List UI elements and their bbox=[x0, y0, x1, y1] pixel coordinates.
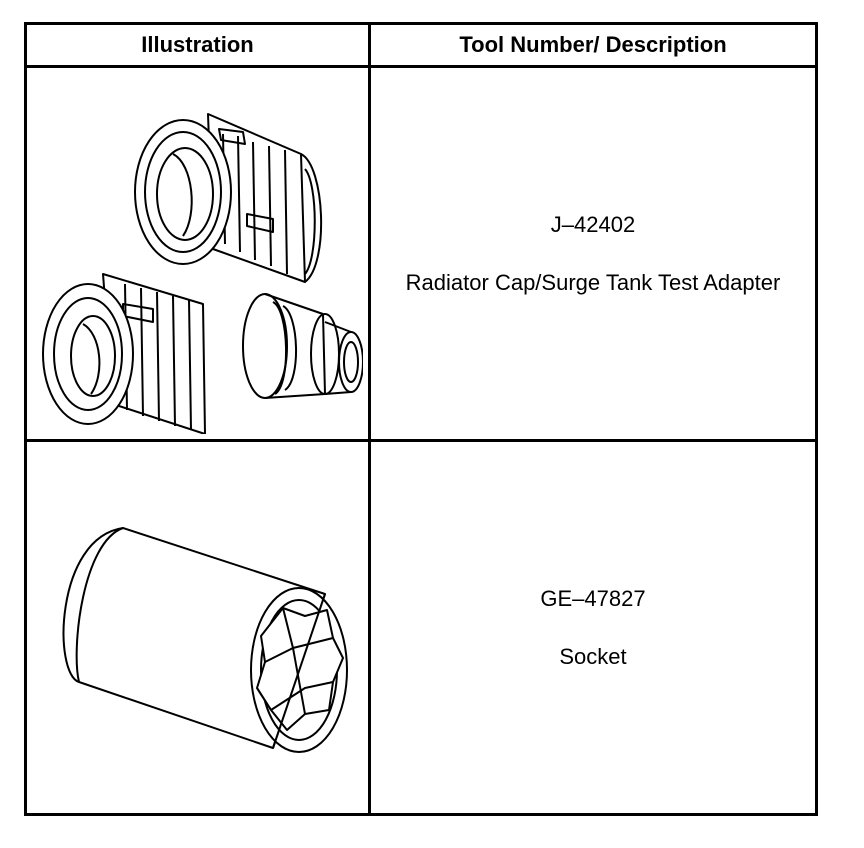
adapter-bottom-right bbox=[241, 292, 363, 399]
tool-name: Socket bbox=[559, 643, 627, 669]
tool-name: Radiator Cap/Surge Tank Test Adapter bbox=[405, 269, 781, 295]
tool-description-cell: J–42402 Radiator Cap/Surge Tank Test Ada… bbox=[368, 65, 818, 442]
header-illustration: Illustration bbox=[24, 22, 371, 68]
header-tool-description: Tool Number/ Description bbox=[368, 22, 818, 68]
radiator-adapter-set-illustration bbox=[41, 112, 363, 434]
tool-number: GE–47827 bbox=[540, 585, 646, 611]
table-row: GE–47827 Socket bbox=[24, 439, 818, 816]
illustration-cell bbox=[24, 439, 371, 816]
adapter-top bbox=[133, 112, 322, 283]
tool-description-cell: GE–47827 Socket bbox=[368, 439, 818, 816]
socket-illustration bbox=[62, 526, 348, 753]
table-header-row: Illustration Tool Number/ Description bbox=[24, 22, 818, 68]
adapter-bottom-left bbox=[41, 272, 206, 434]
illustration-cell bbox=[24, 65, 371, 442]
tool-number: J–42402 bbox=[550, 211, 636, 237]
tool-table: Illustration Tool Number/ Description bbox=[24, 22, 818, 816]
table-row: J–42402 Radiator Cap/Surge Tank Test Ada… bbox=[24, 65, 818, 442]
